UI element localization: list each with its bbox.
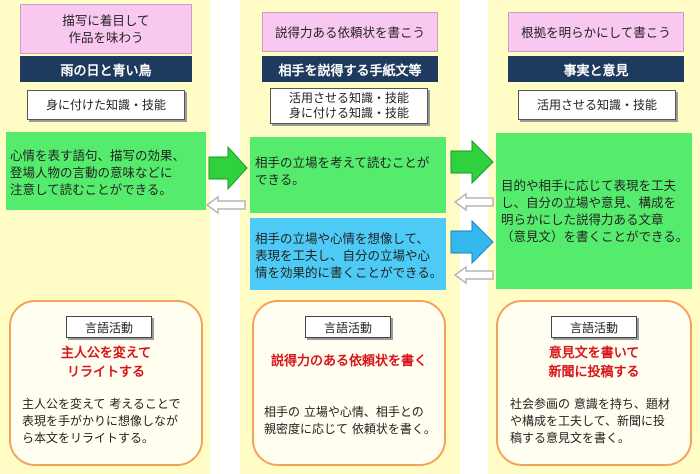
activity-label-1: 言語活動	[66, 316, 152, 338]
activity-desc-line: ら本文をリライトする。	[22, 431, 155, 445]
activity-desc-line: 社会参画の 意識を持ち、題材	[510, 397, 670, 411]
skill-label-line: 活用させる知識・技能	[288, 91, 409, 105]
theme-box-1: 描写に着目して 作品を味わう	[20, 4, 192, 54]
skill-text-line: 表現を工夫し、自分の立場や心	[255, 248, 431, 263]
skill-text-line: 相手の立場や心情を想像して、	[255, 231, 430, 246]
activity-title-1: 主人公を変えて リライトする	[20, 344, 192, 382]
theme-box-3: 根拠を明らかにして書こう	[508, 12, 684, 52]
activity-desc-line: や構成を工夫して、新聞に投	[510, 414, 666, 428]
activity-title-line: 説得力のある依頼状を書く	[270, 354, 427, 369]
skill-box-2b: 相手の立場や心情を想像して、 表現を工夫し、自分の立場や心 情を効果的に書くこと…	[250, 218, 446, 290]
activity-desc-line: 稿する意見文を書く。	[510, 431, 631, 445]
activity-title-line: リライトする	[66, 365, 145, 380]
arrow-left-gray-icon	[453, 192, 494, 212]
arrow-right-blue-icon	[450, 219, 494, 265]
skill-text-line: 明らかにした説得力ある文章	[501, 212, 664, 227]
theme-line: 根拠を明らかにして書こう	[521, 24, 671, 40]
theme-line: 説得力ある依頼状を書こう	[274, 24, 425, 40]
theme-line: 作品を味わう	[68, 30, 144, 45]
activity-desc-line: 主人公を変えて 考えることで	[22, 397, 181, 411]
activity-title-line: 新聞に投稿する	[548, 365, 640, 380]
skill-text-line: 登場人物の言動の意味などに	[10, 165, 173, 180]
skill-text-line: （意見文）を書くことができる。	[501, 229, 689, 244]
activity-label-3: 言語活動	[551, 316, 637, 338]
activity-title-line: 意見文を書いて	[548, 346, 640, 361]
arrow-left-gray-icon	[205, 195, 246, 215]
activity-desc-line: 親密度に応じて 依頼状を書く。	[264, 422, 436, 436]
skill-label-line: 身に付ける知識・技能	[288, 106, 409, 120]
skill-box-2a: 相手の立場を考えて読むことが できる。	[250, 137, 446, 213]
skill-text-line: 注意して読むことができる。	[10, 182, 172, 197]
skill-label-2: 活用させる知識・技能 身に付ける知識・技能	[270, 88, 428, 124]
arrow-left-gray-icon	[453, 265, 494, 285]
skill-text-line: 目的や相手に応じて表現を工夫	[501, 178, 677, 193]
activity-label-2: 言語活動	[305, 316, 391, 338]
skill-box-1: 心情を表す語句、描写の効果、 登場人物の言動の意味などに 注意して読むことができ…	[6, 132, 206, 210]
activity-title-line: 主人公を変えて	[60, 346, 152, 361]
skill-text-line: 相手の立場を考えて読むことが	[255, 155, 430, 170]
skill-text-line: 情を効果的に書くことができる。	[255, 265, 443, 280]
theme-line: 描写に着目して	[62, 13, 150, 28]
unit-title-2: 相手を説得する手紙文等	[262, 56, 438, 82]
activity-desc-2: 相手の 立場や心情、相手との 親密度に応じて 依頼状を書く。	[264, 404, 444, 438]
skill-text-line: できる。	[255, 172, 305, 187]
skill-text-line: 心情を表す語句、描写の効果、	[10, 148, 186, 163]
activity-desc-3: 社会参画の 意識を持ち、題材 や構成を工夫して、新聞に投 稿する意見文を書く。	[510, 396, 690, 447]
unit-title-1: 雨の日と青い鳥	[20, 56, 192, 82]
activity-title-3: 意見文を書いて 新聞に投稿する	[500, 344, 688, 382]
activity-desc-line: 表現を手がかりに想像しなが	[22, 414, 179, 428]
unit-title-3: 事実と意見	[508, 56, 684, 82]
activity-title-2: 説得力のある依頼状を書く	[256, 352, 442, 371]
skill-box-3: 目的や相手に応じて表現を工夫 し、自分の立場や意見、構成を 明らかにした説得力あ…	[496, 133, 692, 289]
skill-text-line: し、自分の立場や意見、構成を	[501, 195, 677, 210]
arrow-right-green-icon	[208, 145, 248, 191]
skill-label-3: 活用させる知識・技能	[518, 90, 676, 120]
theme-box-2: 説得力ある依頼状を書こう	[262, 12, 438, 52]
activity-desc-line: 相手の 立場や心情、相手との	[264, 405, 424, 419]
activity-desc-1: 主人公を変えて 考えることで 表現を手がかりに想像しなが ら本文をリライトする。	[22, 396, 202, 447]
arrow-right-green-icon	[450, 139, 494, 185]
skill-label-1: 身に付けた知識・技能	[27, 90, 185, 120]
